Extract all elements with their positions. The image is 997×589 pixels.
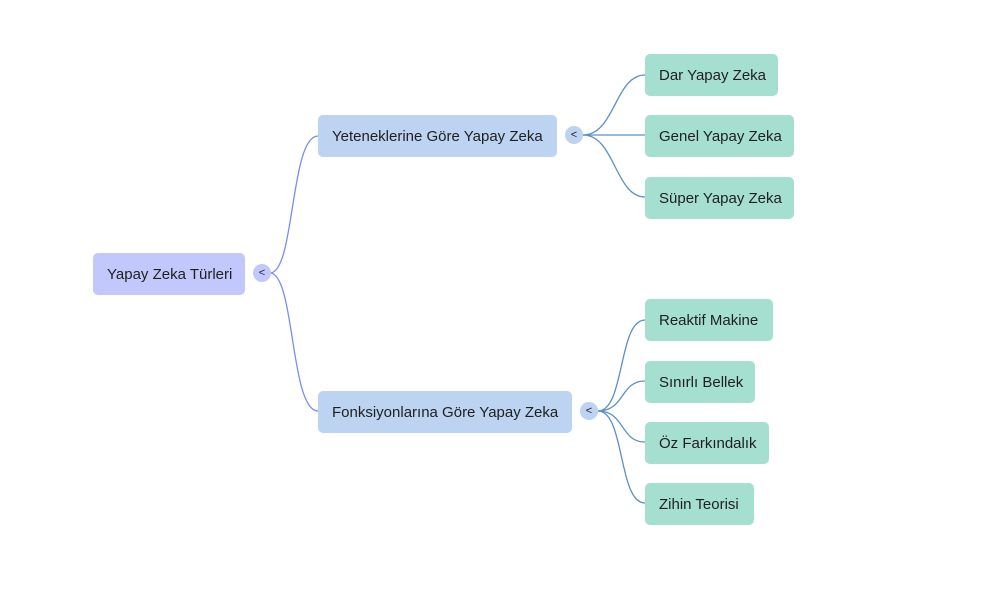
leaf-node-label: Sınırlı Bellek	[659, 373, 744, 391]
collapse-toggle-branch-0[interactable]: <	[565, 126, 583, 144]
leaf-node-label: Süper Yapay Zeka	[659, 189, 782, 207]
collapse-toggle-root[interactable]: <	[253, 264, 271, 282]
leaf-node-label: Zihin Teorisi	[659, 495, 739, 513]
edge-branch0-leaf2	[582, 134, 646, 198]
leaf-node-label: Genel Yapay Zeka	[659, 127, 782, 145]
leaf-node[interactable]: Genel Yapay Zeka	[645, 115, 794, 157]
leaf-node[interactable]: Dar Yapay Zeka	[645, 54, 778, 96]
root-node-label: Yapay Zeka Türleri	[107, 265, 233, 283]
branch-node-label: Yeteneklerine Göre Yapay Zeka	[332, 127, 543, 145]
leaf-node-label: Dar Yapay Zeka	[659, 66, 766, 84]
collapse-toggle-branch-1[interactable]: <	[580, 402, 598, 420]
edge-branch0-leaf0	[582, 74, 646, 136]
leaf-node[interactable]: Öz Farkındalık	[645, 422, 769, 464]
leaf-node-label: Reaktif Makine	[659, 311, 759, 329]
leaf-node[interactable]: Süper Yapay Zeka	[645, 177, 794, 219]
leaf-node[interactable]: Reaktif Makine	[645, 299, 773, 341]
chevron-left-icon: <	[258, 267, 266, 279]
leaf-node-label: Öz Farkındalık	[659, 434, 757, 452]
edge-branch1-leaf1	[597, 380, 646, 412]
edge-branch1-leaf0	[597, 319, 646, 412]
leaf-node[interactable]: Zihin Teorisi	[645, 483, 754, 525]
branch-node[interactable]: Yeteneklerine Göre Yapay Zeka	[318, 115, 557, 157]
edge-branch1-leaf2	[597, 410, 646, 443]
root-node[interactable]: Yapay Zeka Türleri	[93, 253, 245, 295]
branch-node-label: Fonksiyonlarına Göre Yapay Zeka	[332, 403, 559, 421]
edge-root-branch-0	[269, 135, 319, 274]
edge-branch1-leaf3	[597, 410, 646, 504]
chevron-left-icon: <	[585, 405, 593, 417]
branch-node[interactable]: Fonksiyonlarına Göre Yapay Zeka	[318, 391, 572, 433]
edge-root-branch-1	[269, 272, 319, 412]
leaf-node[interactable]: Sınırlı Bellek	[645, 361, 755, 403]
chevron-left-icon: <	[570, 129, 578, 141]
